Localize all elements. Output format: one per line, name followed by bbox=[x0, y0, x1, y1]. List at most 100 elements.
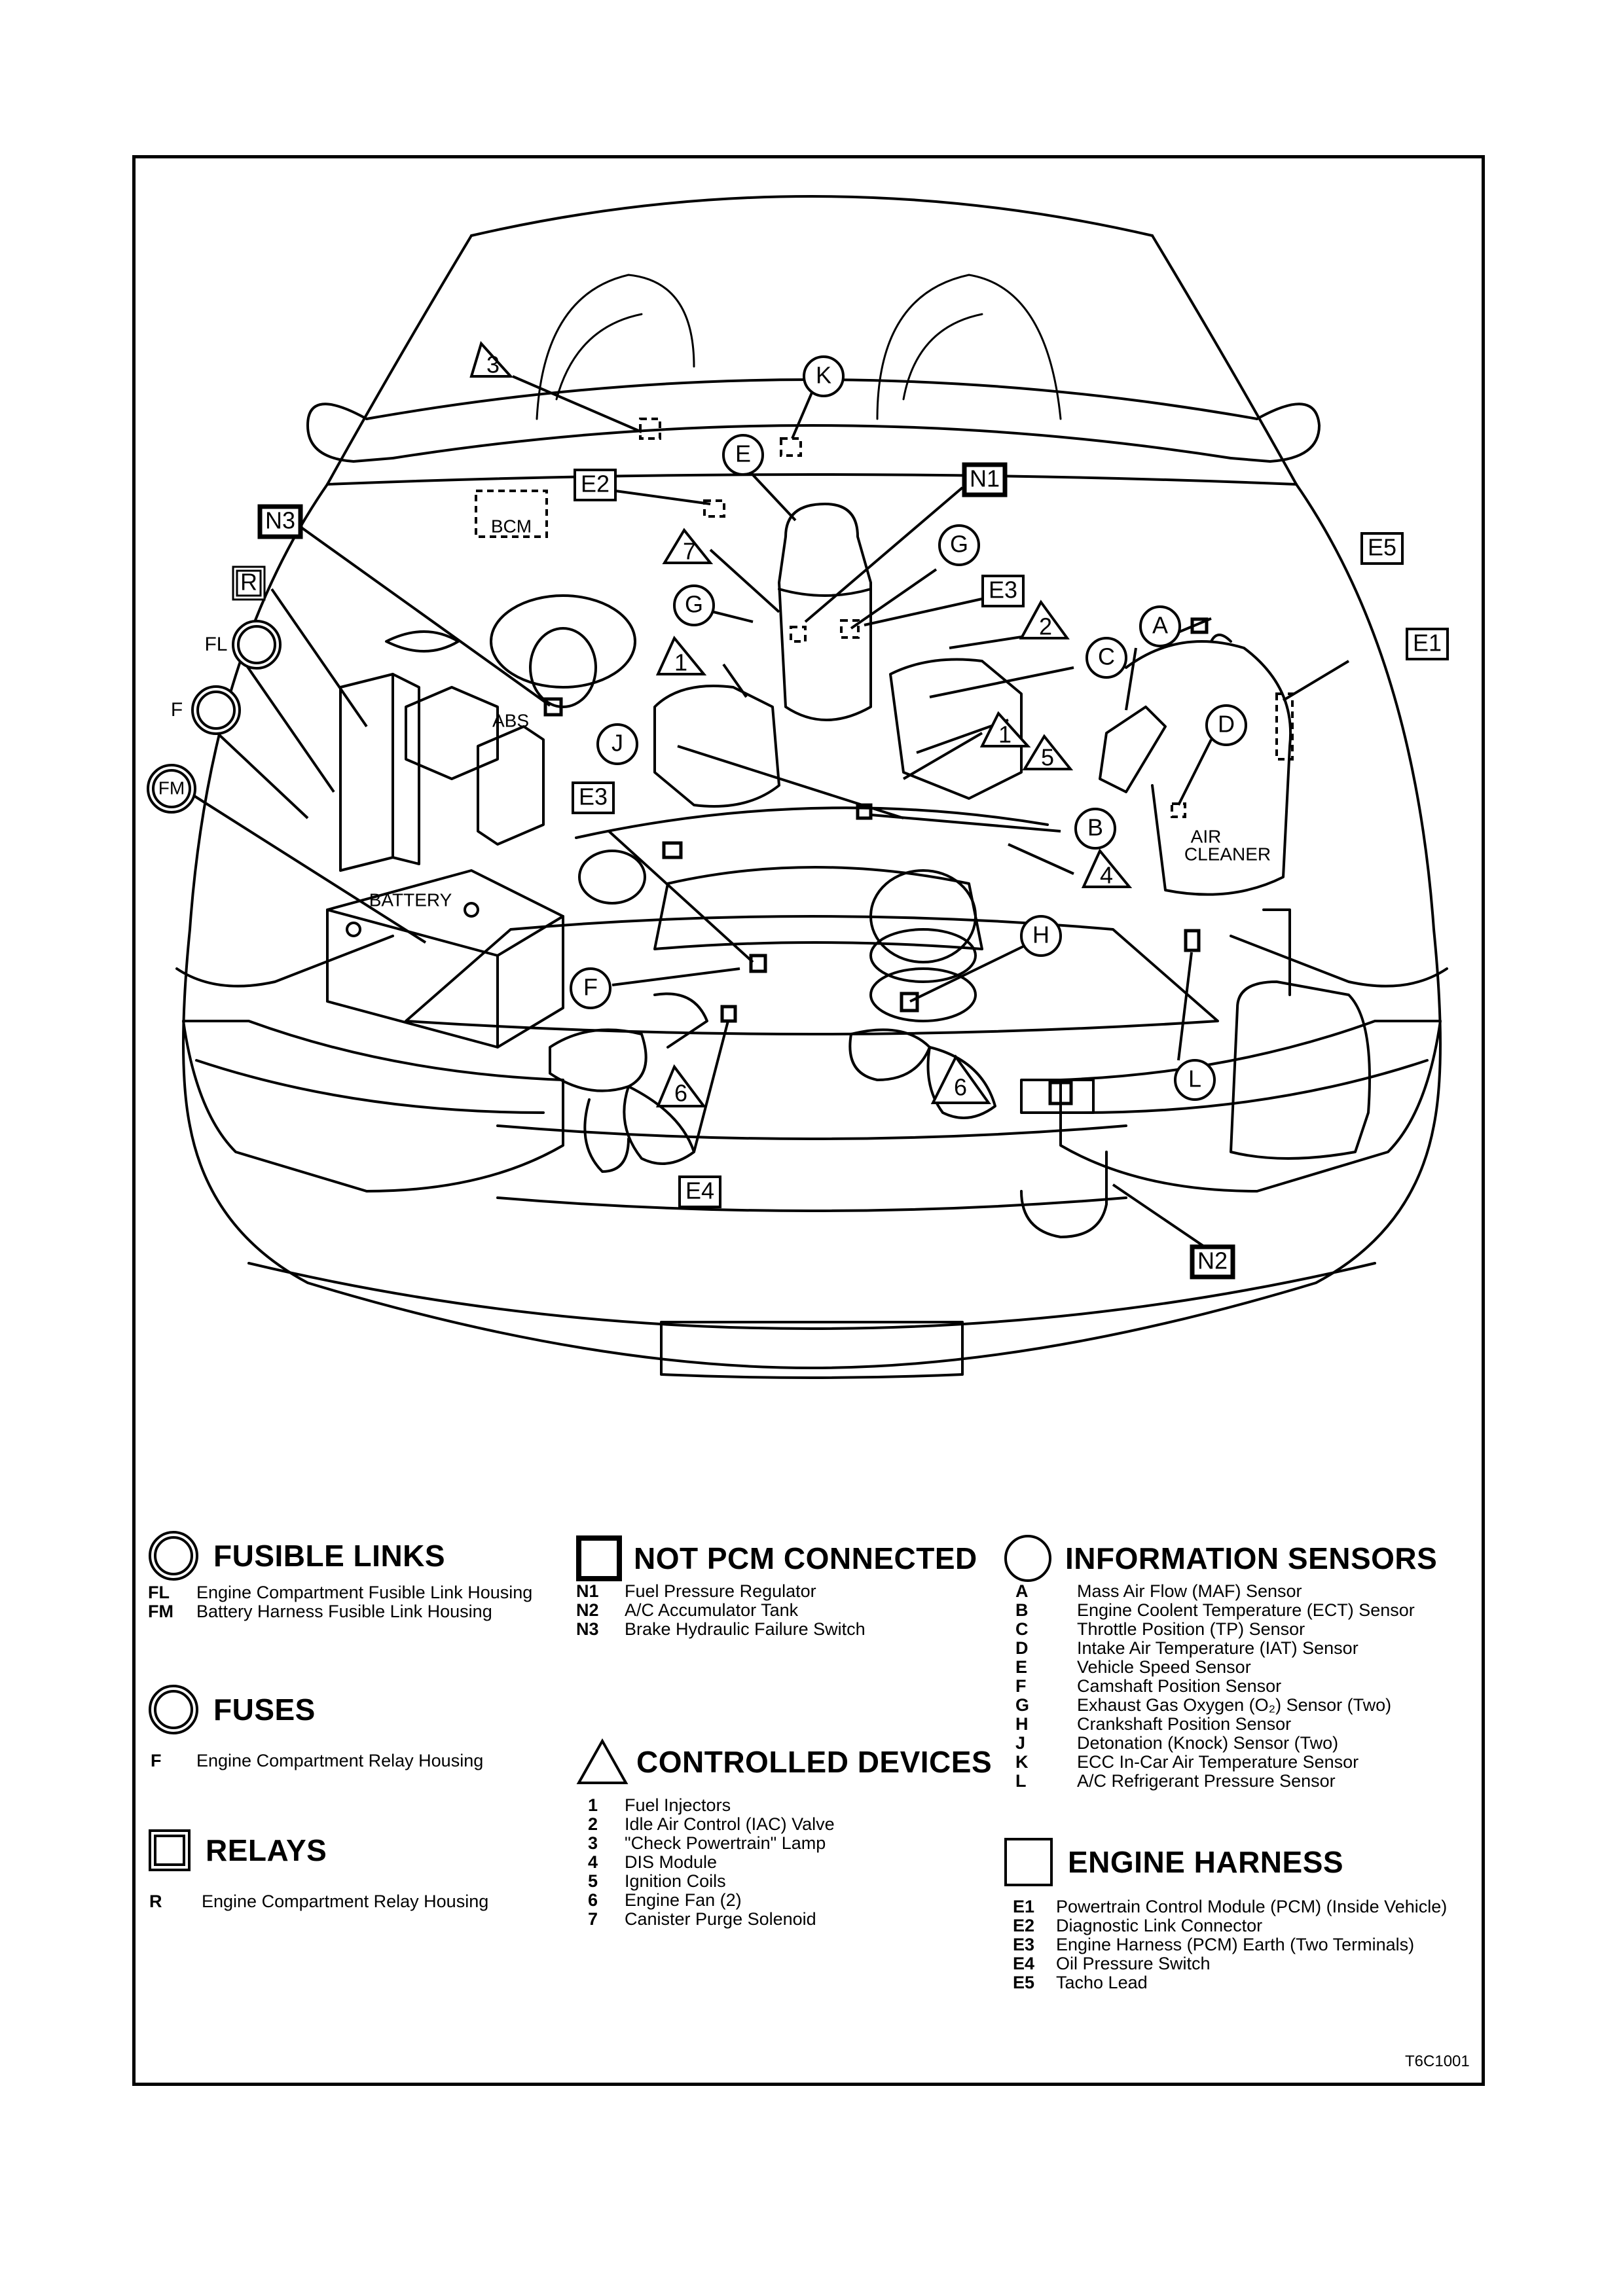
battery bbox=[326, 869, 564, 1049]
abs-label: ABS bbox=[492, 710, 529, 730]
double-circle-icon bbox=[149, 1685, 198, 1734]
callout-device-5: 5 bbox=[1041, 744, 1054, 771]
square-icon bbox=[1004, 1838, 1053, 1886]
callout-device-3: 3 bbox=[486, 351, 500, 378]
left-engine-fan bbox=[549, 992, 708, 1173]
callout-c: C bbox=[1098, 643, 1115, 670]
double-square-icon bbox=[149, 1829, 191, 1871]
callout-n1: N1 bbox=[970, 465, 1000, 492]
legend-title: RELAYS bbox=[206, 1833, 327, 1867]
callout-device-7: 7 bbox=[683, 538, 696, 565]
left-mirror bbox=[306, 403, 394, 463]
callout-l: L bbox=[1188, 1066, 1201, 1092]
callout-k: K bbox=[816, 362, 831, 389]
callout-device-1b: 1 bbox=[998, 721, 1012, 748]
component-markers bbox=[543, 617, 1209, 1105]
callout-labels: K E N1 E2 BCM N3 R G G E3 E3 FL F FM A C… bbox=[158, 351, 1442, 1274]
legend-title: CONTROLLED DEVICES bbox=[636, 1745, 993, 1779]
callout-r: R bbox=[240, 569, 257, 596]
callout-n3: N3 bbox=[265, 507, 295, 534]
callout-h: H bbox=[1032, 922, 1049, 948]
callout-f-2: F bbox=[583, 974, 598, 1001]
air-cleaner-label-2: CLEANER bbox=[1184, 844, 1271, 864]
abs-unit bbox=[385, 594, 636, 846]
radiator-support bbox=[405, 915, 1219, 1212]
callout-e3-2: E3 bbox=[579, 783, 608, 810]
legend-title: FUSIBLE LINKS bbox=[213, 1539, 446, 1573]
callout-f-1: F bbox=[171, 699, 183, 721]
legend-title: FUSES bbox=[213, 1693, 316, 1727]
engine-block bbox=[575, 658, 1049, 1022]
callout-device-2: 2 bbox=[1039, 613, 1052, 640]
callout-device-1a: 1 bbox=[674, 649, 687, 676]
relay-housing bbox=[339, 673, 420, 872]
bcm-box bbox=[475, 490, 548, 538]
callout-fl: FL bbox=[204, 634, 227, 655]
coolant-reservoir bbox=[778, 503, 872, 721]
air-cleaner-label-1: AIR bbox=[1191, 826, 1222, 846]
callout-a: A bbox=[1152, 612, 1168, 639]
double-circle-icon bbox=[149, 1531, 198, 1581]
washer-bottle bbox=[1230, 908, 1371, 1160]
body-outline bbox=[175, 483, 1448, 1379]
legend-title: NOT PCM CONNECTED bbox=[634, 1541, 977, 1575]
figure-id: T6C1001 bbox=[1405, 2053, 1470, 2070]
callout-g-1: G bbox=[950, 531, 968, 558]
headlamps bbox=[182, 1020, 1442, 1193]
right-engine-fan bbox=[848, 1028, 1108, 1238]
callout-d: D bbox=[1218, 711, 1235, 738]
diagram-frame bbox=[132, 155, 1485, 2086]
callout-e2: E2 bbox=[581, 471, 610, 497]
callout-bcm: BCM bbox=[491, 516, 532, 536]
circle-icon bbox=[1004, 1535, 1051, 1582]
callout-g-2: G bbox=[685, 591, 703, 618]
seats bbox=[536, 274, 1062, 420]
callout-e3-1: E3 bbox=[989, 577, 1017, 603]
triangle-callouts bbox=[469, 341, 1133, 1107]
circle-callouts bbox=[147, 355, 1247, 1101]
callout-j: J bbox=[611, 730, 623, 757]
air-cleaner bbox=[1099, 634, 1292, 896]
callout-fm: FM bbox=[158, 778, 185, 798]
box-callouts bbox=[232, 462, 1449, 1280]
callout-n2: N2 bbox=[1197, 1247, 1228, 1274]
legend-title: ENGINE HARNESS bbox=[1068, 1845, 1344, 1879]
callout-e1: E1 bbox=[1413, 630, 1442, 656]
callout-e: E bbox=[735, 440, 751, 467]
callout-e5: E5 bbox=[1368, 534, 1396, 561]
triangle-icon bbox=[576, 1738, 629, 1784]
